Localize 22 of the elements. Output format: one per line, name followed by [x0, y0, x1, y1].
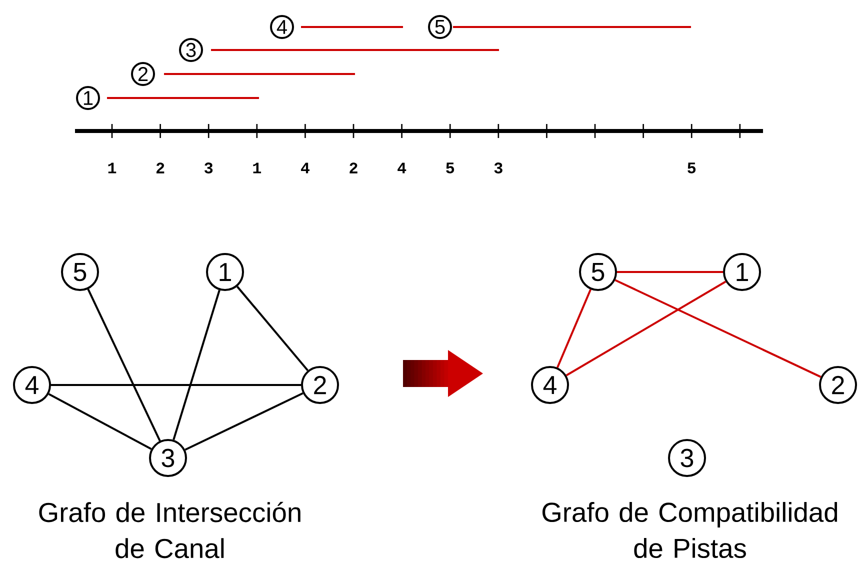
- graph-edge: [617, 271, 723, 273]
- tick-label: 2: [156, 162, 164, 174]
- tick-label: 4: [398, 162, 406, 174]
- graph-edge: [566, 280, 726, 376]
- tick-label: 5: [688, 162, 696, 174]
- tick-label: 1: [253, 162, 262, 174]
- graph-caption: Grafo de Intersección de Canal: [39, 502, 300, 558]
- tick-label: 1: [108, 162, 116, 174]
- graph-edge: [184, 392, 304, 451]
- tick-label: 3: [494, 162, 502, 174]
- graph-edge: [614, 279, 822, 378]
- graph-caption: Grafo de Compatibilidad de Pistas: [542, 502, 838, 558]
- graph-edge: [48, 393, 152, 450]
- graph-edge: [51, 384, 301, 386]
- graph-edge: [236, 286, 309, 372]
- graph-edge: [87, 288, 161, 442]
- tick-label: 3: [204, 162, 213, 174]
- graph-edge: [556, 289, 592, 368]
- tick-label: 5: [446, 162, 454, 174]
- tick-label: 4: [300, 162, 310, 174]
- tick-label: 2: [350, 162, 358, 174]
- graph-edge: [172, 290, 220, 440]
